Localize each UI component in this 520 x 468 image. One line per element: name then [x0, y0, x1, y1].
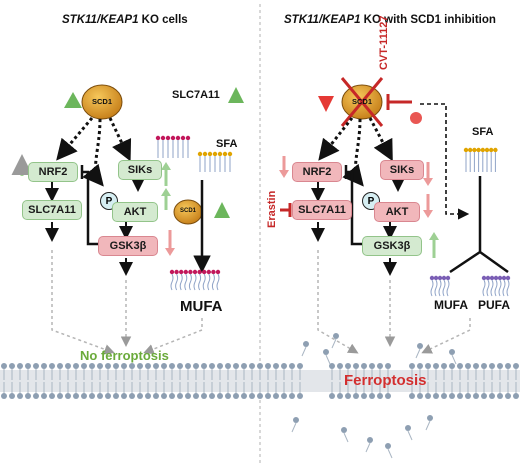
scd1-label-right: SCD1 — [351, 97, 372, 106]
sfa-lipids-left — [155, 135, 233, 172]
akt-node-right: AKT — [374, 202, 420, 222]
scd1-enzyme-left — [81, 84, 123, 120]
no-ferroptosis-label: No ferroptosis — [80, 348, 169, 363]
right-title-gene: STK11/KEAP1 — [284, 14, 361, 26]
inhibitor-label: CVT-11127 — [378, 15, 390, 70]
ferroptosis-label: Ferroptosis — [344, 372, 427, 389]
siks-node-right: SIKs — [380, 160, 424, 180]
scd1-up-triangle — [64, 92, 82, 108]
right-title-rest: KO with SCD1 inhibition — [360, 14, 496, 26]
mufa-lipids-left — [169, 269, 221, 291]
inhibitor-dot — [410, 112, 422, 124]
left-title-rest: KO cells — [138, 14, 188, 26]
pufa-lipids-right — [481, 275, 511, 297]
sfa-label-right: SFA — [472, 126, 494, 138]
scd1-down-triangle — [318, 96, 334, 112]
mufa-label-left: MUFA — [180, 298, 223, 315]
mufa-label-right: MUFA — [434, 298, 468, 312]
siks-node-left: SIKs — [118, 160, 162, 180]
erastin-label: Erastin — [266, 190, 278, 228]
sfa-label-left: SFA — [216, 138, 238, 150]
pufa-label-right: PUFA — [478, 298, 511, 312]
cell-membrane — [0, 333, 520, 459]
nrf2-node-right: NRF2 — [292, 162, 342, 182]
gsk3b-node-right: GSK3β — [362, 236, 422, 256]
sfa-lipids-right — [463, 147, 498, 172]
mufa-lipids-right — [429, 275, 451, 297]
slc7a11-node-right: SLC7A11 — [292, 200, 352, 220]
akt-node-left: AKT — [112, 202, 158, 222]
slc7a11-label-top: SLC7A11 — [172, 89, 220, 101]
scd1-label-left: SCD1 — [91, 97, 112, 106]
gsk3b-node-left: GSK3β — [98, 236, 158, 256]
scd1-small-label: SCD1 — [179, 208, 196, 214]
left-panel-title: STK11/KEAP1 KO cells — [62, 14, 188, 26]
right-panel-title: STK11/KEAP1 KO with SCD1 inhibition — [284, 14, 496, 26]
slc7a11-node-left: SLC7A11 — [22, 200, 82, 220]
left-title-gene: STK11/KEAP1 — [62, 14, 139, 26]
slc7a11-up-triangle — [228, 87, 244, 103]
nrf2-node-left: NRF2 — [28, 162, 78, 182]
